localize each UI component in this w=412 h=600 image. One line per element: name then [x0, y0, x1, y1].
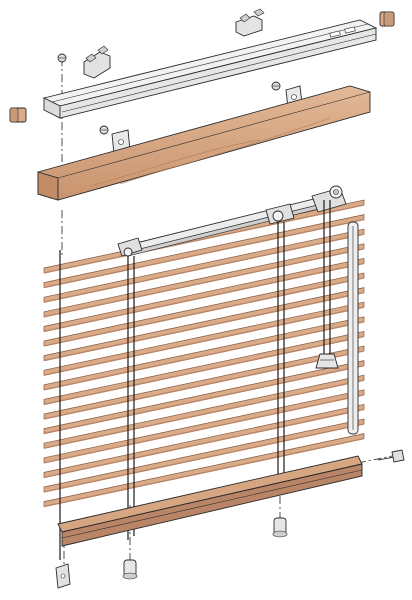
slat: [43, 301, 365, 376]
slat: [43, 214, 365, 289]
slat-stack: [43, 199, 365, 508]
slat-edge: [43, 394, 365, 464]
end-cap-right: [379, 11, 395, 27]
slat-edge: [43, 335, 365, 406]
slat: [43, 287, 365, 362]
bottom-rail: [57, 455, 363, 547]
end-cap-left: [9, 107, 27, 123]
valance: [37, 85, 371, 201]
slat-edge: [43, 423, 365, 493]
ladder-cord: [277, 222, 285, 492]
slat-edge: [43, 291, 365, 362]
slat-edge: [43, 262, 365, 333]
slat-edge: [43, 379, 365, 449]
cord-tassel: [272, 517, 288, 538]
slat-edge: [43, 437, 365, 508]
tilt-wand: [323, 200, 359, 435]
ladder-cord: [127, 256, 135, 540]
tilt-mechanism: [117, 185, 347, 257]
slat: [43, 360, 365, 435]
slat-edge: [43, 321, 365, 391]
slat: [43, 389, 365, 464]
slat: [43, 243, 365, 318]
slat-edge: [43, 233, 365, 303]
slat: [43, 272, 365, 347]
screw: [377, 449, 405, 463]
slat: [43, 345, 365, 420]
cord-tassel: [315, 353, 339, 369]
headrail: [42, 19, 378, 119]
screw: [271, 81, 281, 91]
slat: [43, 257, 365, 332]
slat-edge: [43, 306, 365, 376]
slat-edge: [43, 204, 365, 274]
screw: [99, 125, 109, 135]
screw: [57, 53, 67, 63]
slat-edge: [43, 408, 365, 479]
slat-edge: [43, 248, 365, 318]
hold-down-bracket: [55, 563, 71, 589]
mounting-bracket: [83, 45, 111, 79]
headrail-clip: [235, 8, 265, 37]
slat-edge: [43, 364, 365, 435]
slat: [43, 316, 365, 391]
slat-edge: [43, 277, 365, 347]
cord-tassel: [122, 559, 138, 580]
slat: [43, 228, 365, 303]
slat-edge: [43, 218, 365, 289]
slat-edge: [43, 350, 365, 420]
slat: [43, 374, 365, 449]
